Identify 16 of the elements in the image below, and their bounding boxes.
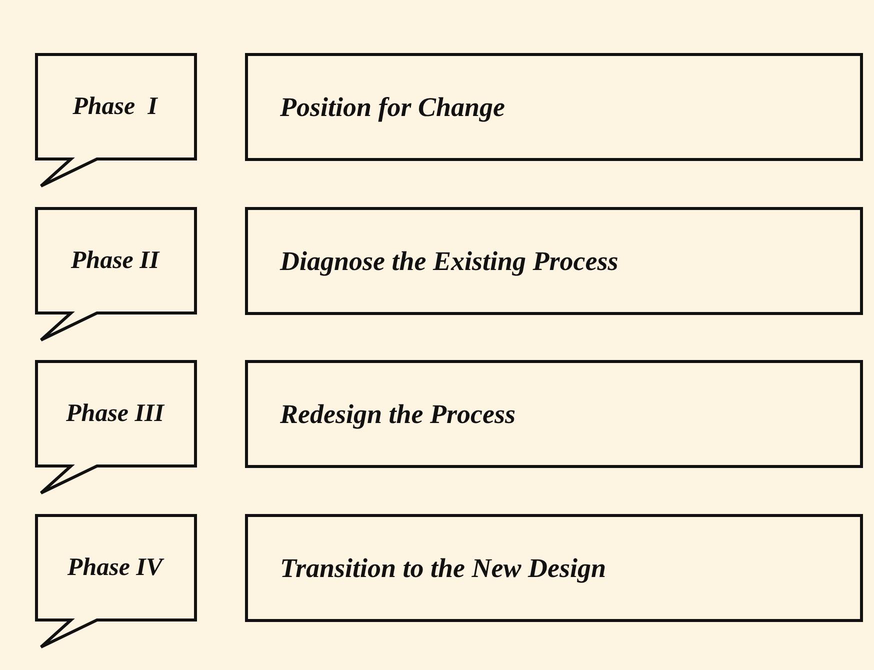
phase-label: Phase IV [66, 552, 166, 582]
step-box [245, 207, 863, 315]
speech-bubble [35, 207, 197, 342]
phase-label: Phase III [65, 398, 166, 428]
step-box [245, 53, 863, 161]
step-label: Redesign the Process [280, 398, 516, 430]
phase-label: Phase I [72, 92, 159, 122]
step-label: Diagnose the Existing Process [280, 246, 618, 276]
step-box [245, 360, 863, 468]
step-box [245, 514, 863, 622]
step-label: Position for Change [280, 92, 506, 122]
speech-bubble [35, 514, 197, 649]
speech-bubble [35, 360, 197, 495]
phase-label: Phase II [70, 246, 161, 276]
speech-bubble [35, 53, 197, 188]
step-label: Transition to the New Design [280, 552, 606, 584]
